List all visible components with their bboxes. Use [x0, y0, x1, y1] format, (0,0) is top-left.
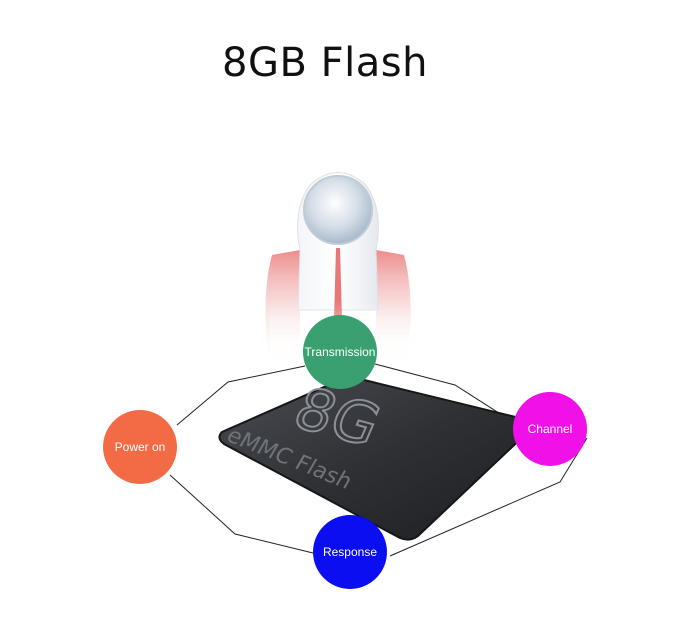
page-title: 8GB Flash [222, 40, 428, 86]
feature-label: Transmission [304, 345, 376, 359]
feature-label: Channel [527, 422, 573, 436]
feature-response: Response [313, 515, 387, 589]
feature-channel: Channel [513, 392, 587, 466]
feature-power-on: Power on [103, 410, 177, 484]
feature-label: Power on [114, 440, 166, 454]
rocket-icon [265, 172, 411, 370]
feature-label: Response [322, 545, 378, 559]
feature-transmission: Transmission [303, 315, 377, 389]
